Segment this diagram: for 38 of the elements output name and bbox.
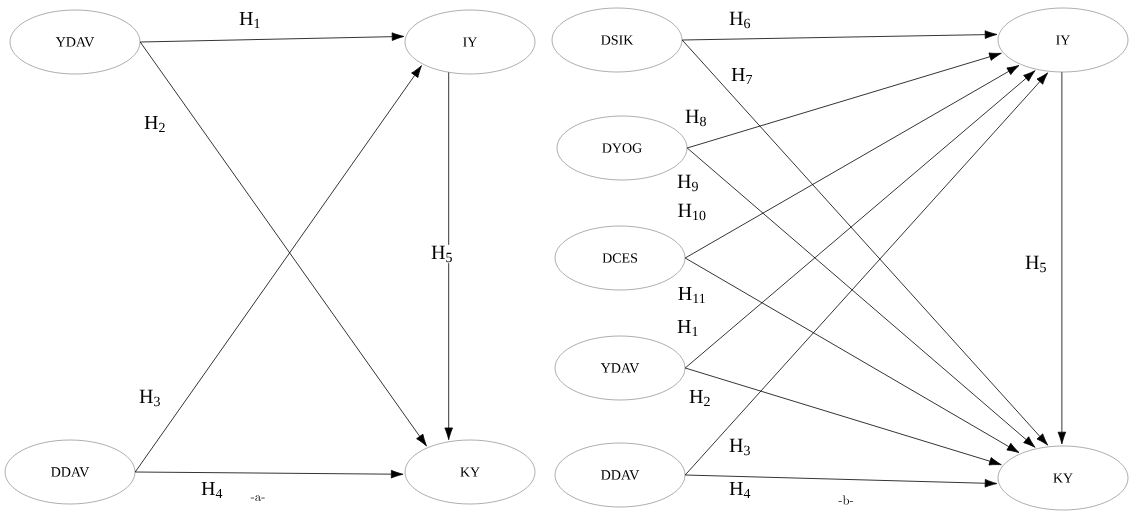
arrow xyxy=(684,72,1049,476)
ellipse-node: DDAV xyxy=(4,439,136,505)
edge-label: H$_{2}$ xyxy=(688,388,712,408)
edge-label: H$_{6}$ xyxy=(728,10,752,30)
arrow xyxy=(686,147,1036,448)
ellipse-node: DDAV xyxy=(554,442,686,508)
edge-label: H$_{2}$ xyxy=(143,114,167,134)
ellipse-node: YDAV xyxy=(554,335,686,401)
arrow xyxy=(1057,71,1067,445)
edge-label: H$_{3}$ xyxy=(138,388,162,408)
arrow xyxy=(684,70,1036,369)
arrow xyxy=(686,52,1002,149)
arrow xyxy=(684,257,1020,453)
edge-label: H$_{4}$ xyxy=(200,480,224,500)
ellipse-node: DSIK xyxy=(551,7,683,73)
edge-label: H$_{7}$ xyxy=(730,66,754,86)
edge-label: H$_{3}$ xyxy=(728,437,752,457)
panel-label: -b- xyxy=(838,495,854,505)
edge-label: H$_{1}$ xyxy=(676,318,700,338)
ellipse-node: YDAV xyxy=(9,9,141,75)
edge-label: H$_{5}$ xyxy=(430,244,454,264)
arrow xyxy=(444,72,453,441)
arrow xyxy=(684,474,998,488)
edge-label: H$_{1}$ xyxy=(238,10,262,30)
edge-label: H$_{4}$ xyxy=(728,480,752,500)
arrow xyxy=(134,469,404,479)
edge-label: H$_{5}$ xyxy=(1024,254,1048,274)
edge-label: H$_{10}$ xyxy=(676,202,708,222)
panel-label: -a- xyxy=(250,495,265,501)
ellipse-node: IY xyxy=(997,7,1129,73)
arrow xyxy=(681,30,998,41)
ellipse-node: KY xyxy=(997,445,1129,511)
arrow xyxy=(684,65,1020,259)
arrow xyxy=(681,39,1049,446)
ellipse-node: KY xyxy=(404,439,536,505)
arrow xyxy=(139,32,405,43)
ellipse-node: IY xyxy=(404,9,536,75)
arrow xyxy=(684,367,1002,466)
